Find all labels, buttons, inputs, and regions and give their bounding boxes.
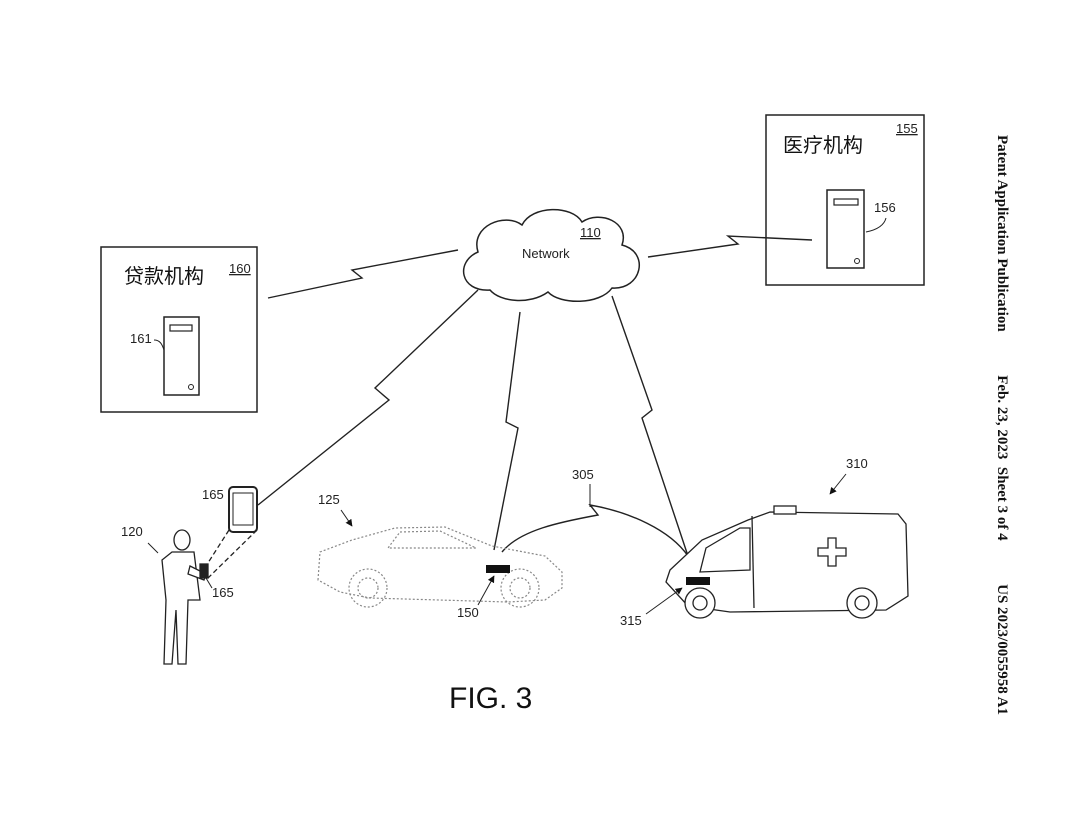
network-ref: 110 bbox=[580, 225, 601, 240]
ambulance-device-icon bbox=[686, 577, 710, 585]
phone-ref: 165 bbox=[202, 487, 224, 502]
person-ref: 120 bbox=[121, 524, 143, 539]
phone-hand-ref: 165 bbox=[212, 585, 234, 600]
medical-institution-title: 医疗机构 bbox=[783, 133, 863, 157]
ambulance-device-ref: 315 bbox=[620, 613, 642, 628]
wireless-links bbox=[257, 235, 813, 557]
car-device-ref: 150 bbox=[457, 605, 479, 620]
link-network-medical bbox=[647, 235, 813, 258]
loan-institution-title: 贷款机构 bbox=[124, 264, 204, 288]
link-network-ambulance bbox=[611, 295, 689, 557]
publication-date-sheet: Feb. 23, 2023 Sheet 3 of 4 bbox=[994, 375, 1010, 541]
publication-type: Patent Application Publication bbox=[994, 135, 1010, 332]
loan-server-ref: 161 bbox=[130, 331, 152, 346]
v2v-link-ref: 305 bbox=[572, 467, 594, 482]
medical-server-ref: 156 bbox=[874, 200, 896, 215]
loan-institution-ref: 160 bbox=[229, 261, 251, 276]
medical-server-icon bbox=[826, 189, 865, 269]
ambulance-illustration bbox=[665, 505, 909, 619]
car-ref: 125 bbox=[318, 492, 340, 507]
network-label: Network bbox=[522, 246, 570, 261]
loan-institution-box: 贷款机构 160 161 bbox=[100, 246, 258, 413]
car-device-icon bbox=[486, 565, 510, 573]
person-figure bbox=[161, 529, 209, 665]
link-network-car bbox=[493, 311, 521, 551]
medical-institution-box: 医疗机构 155 156 bbox=[765, 114, 925, 286]
car-illustration bbox=[317, 526, 563, 608]
link-loan-network bbox=[267, 249, 459, 299]
network-cloud: Network 110 bbox=[462, 208, 640, 303]
medical-institution-ref: 155 bbox=[896, 121, 918, 136]
phone-icon bbox=[228, 486, 258, 533]
publication-number: US 2023/0055958 A1 bbox=[994, 584, 1010, 715]
loan-server-icon bbox=[163, 316, 200, 396]
link-car-ambulance bbox=[501, 503, 689, 557]
link-network-phone bbox=[257, 289, 479, 506]
patent-header-sidebar: Patent Application Publication Feb. 23, … bbox=[990, 135, 1010, 715]
ambulance-ref: 310 bbox=[846, 456, 868, 471]
figure-caption: FIG. 3 bbox=[449, 682, 532, 715]
